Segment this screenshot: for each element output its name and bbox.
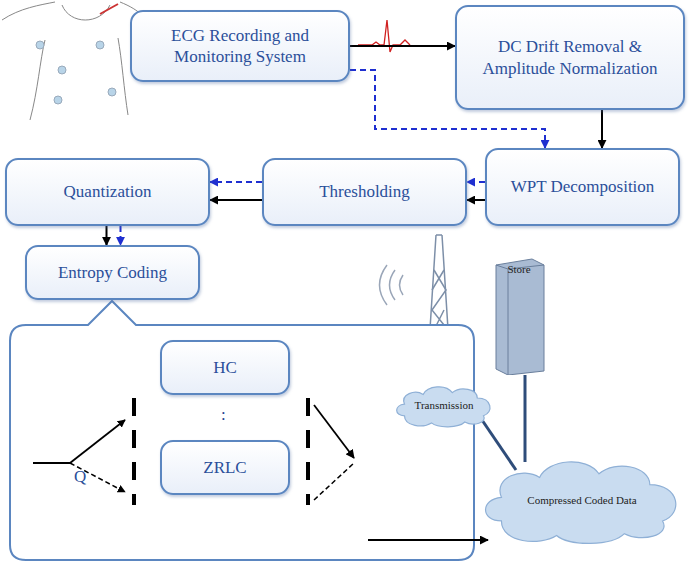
server-outline bbox=[496, 265, 544, 375]
process-box: Entropy Coding bbox=[25, 245, 200, 300]
continuation-dots: : bbox=[221, 405, 226, 425]
process-box: WPT Decomposition bbox=[485, 148, 680, 226]
link-line bbox=[524, 375, 527, 462]
flow-arrow bbox=[210, 199, 262, 201]
node-text: DC Drift Removal & Amplitude Normalizati… bbox=[465, 36, 675, 79]
quantizer-label: Q bbox=[74, 467, 86, 487]
flow-arrow bbox=[350, 45, 455, 47]
node-text: Quantization bbox=[64, 181, 152, 202]
node-text: ECG Recording and Monitoring System bbox=[140, 25, 340, 68]
flow-arrow bbox=[467, 181, 485, 183]
cloud-outline bbox=[486, 462, 676, 544]
flow-arrow bbox=[467, 199, 485, 201]
node-text: ZRLC bbox=[203, 457, 246, 478]
cloud-outline bbox=[397, 387, 490, 427]
node-text: Compressed Coded Data bbox=[527, 494, 636, 507]
ecg-wave bbox=[358, 20, 410, 52]
flow-arrow bbox=[601, 110, 603, 148]
process-box: DC Drift Removal & Amplitude Normalizati… bbox=[455, 5, 685, 110]
cloud-shape: Compressed Coded Data bbox=[476, 452, 688, 550]
flow-arrow bbox=[106, 226, 108, 245]
flow-arrow bbox=[120, 226, 122, 245]
cloud-shape: Transmission bbox=[392, 382, 496, 430]
process-box: ECG Recording and Monitoring System bbox=[130, 10, 350, 82]
node-text: Thresholding bbox=[319, 181, 410, 202]
process-box: Quantization bbox=[5, 158, 210, 226]
callout-panel bbox=[10, 301, 474, 560]
flow-arrow bbox=[210, 181, 262, 183]
server-icon: Store bbox=[492, 255, 546, 375]
node-text: WPT Decomposition bbox=[511, 176, 655, 197]
node-text: Transmission bbox=[415, 399, 474, 412]
node-text: Entropy Coding bbox=[58, 262, 167, 283]
node-text: Store bbox=[507, 263, 530, 275]
node-text: HC bbox=[213, 357, 237, 378]
link-line bbox=[482, 420, 516, 470]
process-box: HC bbox=[160, 340, 290, 395]
server-outline bbox=[496, 259, 544, 375]
process-box: Thresholding bbox=[262, 158, 467, 226]
process-box: ZRLC bbox=[160, 440, 290, 495]
